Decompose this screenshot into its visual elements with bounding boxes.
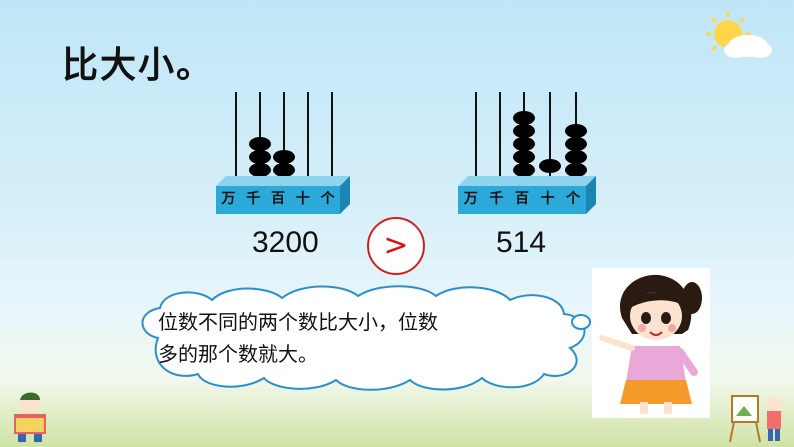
bead	[565, 150, 587, 164]
bead	[273, 150, 295, 164]
abacus-right: 万 千 百 十 个	[456, 88, 598, 216]
bead	[249, 163, 271, 177]
sun-cloud-icon	[706, 12, 772, 58]
page-title: 比大小。	[62, 45, 215, 86]
bead	[513, 111, 535, 125]
number-left: 3200	[252, 226, 319, 259]
place-label: 十	[295, 191, 310, 207]
bead	[249, 137, 271, 151]
comparison-sign: >	[367, 217, 425, 275]
place-label: 万	[221, 191, 236, 207]
bead	[565, 124, 587, 138]
bead	[565, 163, 587, 177]
girl-illustration	[592, 268, 710, 418]
bead	[249, 150, 271, 164]
bead	[565, 137, 587, 151]
place-label: 千	[246, 191, 261, 207]
place-label: 十	[540, 191, 555, 207]
reading-child-icon	[14, 392, 46, 442]
bead	[273, 163, 295, 177]
note-line: 多的那个数就大。	[158, 342, 318, 366]
easel-kids-icon	[729, 395, 781, 443]
number-right: 514	[496, 226, 547, 259]
note-line: 位数不同的两个数比大小，位数	[158, 310, 438, 334]
bead	[513, 150, 535, 164]
bead	[539, 159, 561, 173]
note-text: 位数不同的两个数比大小，位数 多的那个数就大。	[158, 306, 538, 370]
bead	[513, 137, 535, 151]
place-label: 百	[514, 191, 529, 207]
place-label: 个	[320, 191, 335, 207]
bead	[513, 163, 535, 177]
place-label: 个	[566, 191, 581, 207]
place-label: 万	[463, 191, 478, 207]
place-label: 千	[489, 191, 504, 207]
place-label: 百	[270, 191, 285, 207]
abacus-left: 万 千 百 十 个	[214, 88, 356, 216]
bead	[513, 124, 535, 138]
